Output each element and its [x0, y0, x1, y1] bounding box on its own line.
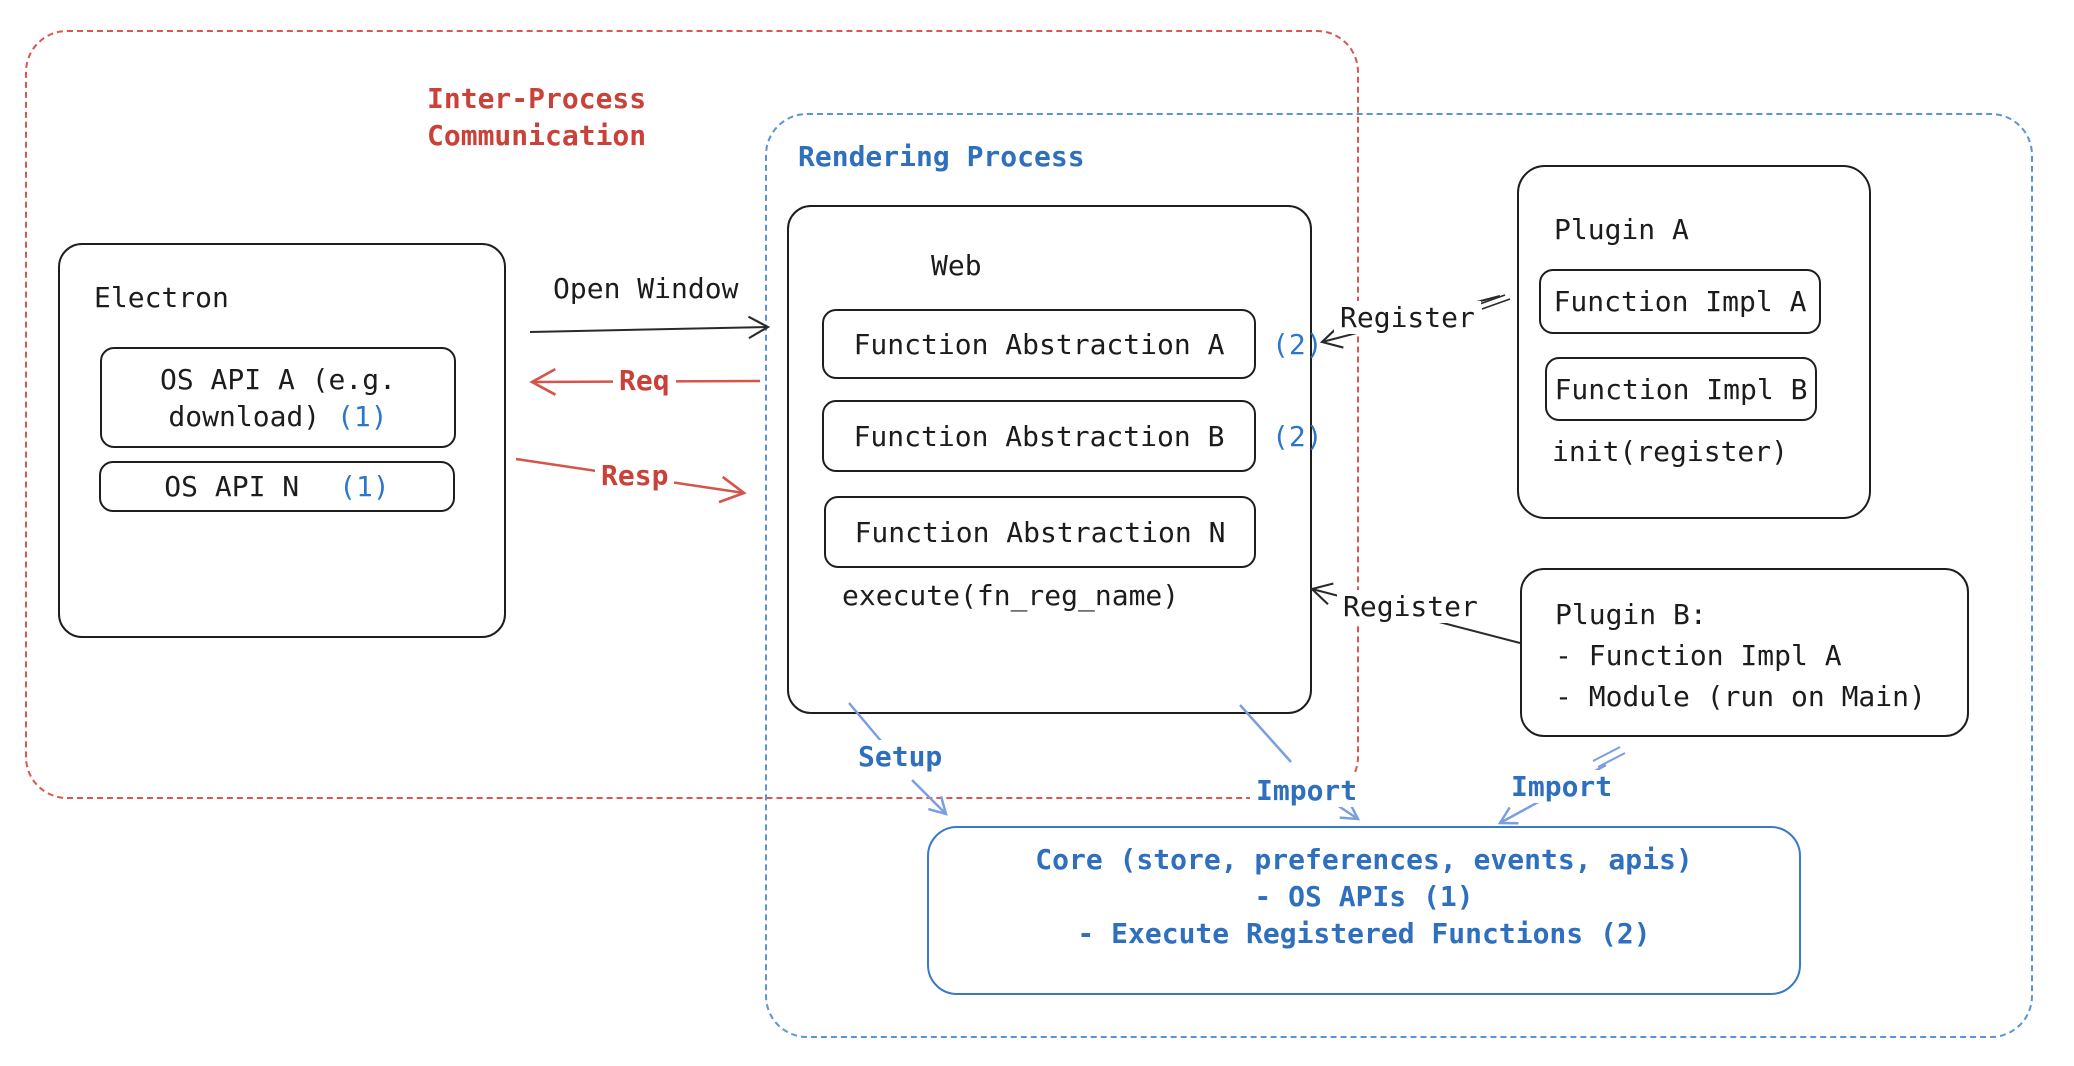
- function-abstraction-n-label: Function Abstraction N: [854, 515, 1226, 549]
- plugin-b-item-2: - Module (run on Main): [1555, 680, 1926, 713]
- init-register-label: init(register): [1552, 435, 1789, 468]
- setup-label: Setup: [852, 740, 949, 773]
- function-impl-a-label: Function Impl A: [1553, 285, 1807, 318]
- ipc-boundary: [25, 30, 1359, 799]
- function-abstraction-a-label: Function Abstraction A: [853, 327, 1225, 361]
- function-impl-a-box: Function Impl A: [1539, 269, 1821, 334]
- plugin-b-text: Plugin B: - Function Impl A - Module (ru…: [1555, 594, 1926, 717]
- rendering-process-boundary: [765, 113, 2033, 1038]
- os-api-n-label: OS API N: [164, 470, 300, 503]
- open-window-label: Open Window: [553, 272, 739, 305]
- function-abstraction-a-row: Function Abstraction A (2): [822, 309, 1323, 379]
- plugin-b-node: Plugin B: - Function Impl A - Module (ru…: [1520, 568, 1969, 737]
- plugin-a-title: Plugin A: [1554, 213, 1689, 246]
- register-bottom-label: Register: [1337, 590, 1484, 623]
- function-abstraction-n-row: Function Abstraction N: [824, 496, 1256, 568]
- req-label: Req: [613, 364, 676, 397]
- function-abstraction-b-ref: (2): [1272, 419, 1323, 453]
- import-right-label: Import: [1505, 770, 1619, 803]
- function-abstraction-a-box: Function Abstraction A: [822, 309, 1256, 379]
- web-node: Web Function Abstraction A (2) Function …: [787, 205, 1323, 714]
- function-abstraction-a-ref: (2): [1272, 327, 1323, 361]
- electron-title: Electron: [94, 281, 229, 314]
- core-line-3: - Execute Registered Functions (2): [1077, 917, 1651, 950]
- ipc-label-line2: Communication: [427, 119, 647, 152]
- plugin-b-title: Plugin B:: [1555, 598, 1707, 631]
- core-line-2: - OS APIs (1): [1254, 880, 1474, 913]
- import-mid-label: Import: [1250, 774, 1364, 807]
- os-api-a-box: OS API A (e.g. download) (1): [100, 347, 456, 448]
- electron-node: Electron OS API A (e.g. download) (1) OS…: [58, 243, 506, 638]
- os-api-a-ref: (1): [337, 399, 388, 433]
- plugin-b-item-1: - Function Impl A: [1555, 639, 1842, 672]
- os-api-n-box: OS API N (1): [99, 461, 455, 512]
- os-api-n-ref: (1): [339, 470, 390, 503]
- os-api-a-label: OS API A (e.g. download): [159, 362, 396, 433]
- plugin-a-node: Plugin A Function Impl A Function Impl B…: [1517, 165, 1871, 519]
- function-abstraction-b-label: Function Abstraction B: [853, 419, 1225, 453]
- function-impl-b-label: Function Impl B: [1554, 372, 1808, 406]
- core-line-1: Core (store, preferences, events, apis): [1035, 843, 1693, 876]
- function-abstraction-b-box: Function Abstraction B: [822, 400, 1256, 472]
- ipc-label-line1: Inter-Process: [427, 82, 647, 115]
- function-impl-b-box: Function Impl B: [1545, 357, 1817, 421]
- web-title: Web: [931, 249, 982, 282]
- rendering-process-label: Rendering Process: [798, 140, 1085, 173]
- execute-label: execute(fn_reg_name): [842, 579, 1180, 612]
- function-abstraction-n-box: Function Abstraction N: [824, 496, 1256, 568]
- resp-label: Resp: [595, 459, 675, 492]
- core-node: Core (store, preferences, events, apis) …: [927, 826, 1801, 995]
- ipc-boundary-label: Inter-Process Communication: [427, 80, 646, 154]
- function-abstraction-b-row: Function Abstraction B (2): [822, 400, 1323, 472]
- register-top-label: Register: [1334, 301, 1481, 334]
